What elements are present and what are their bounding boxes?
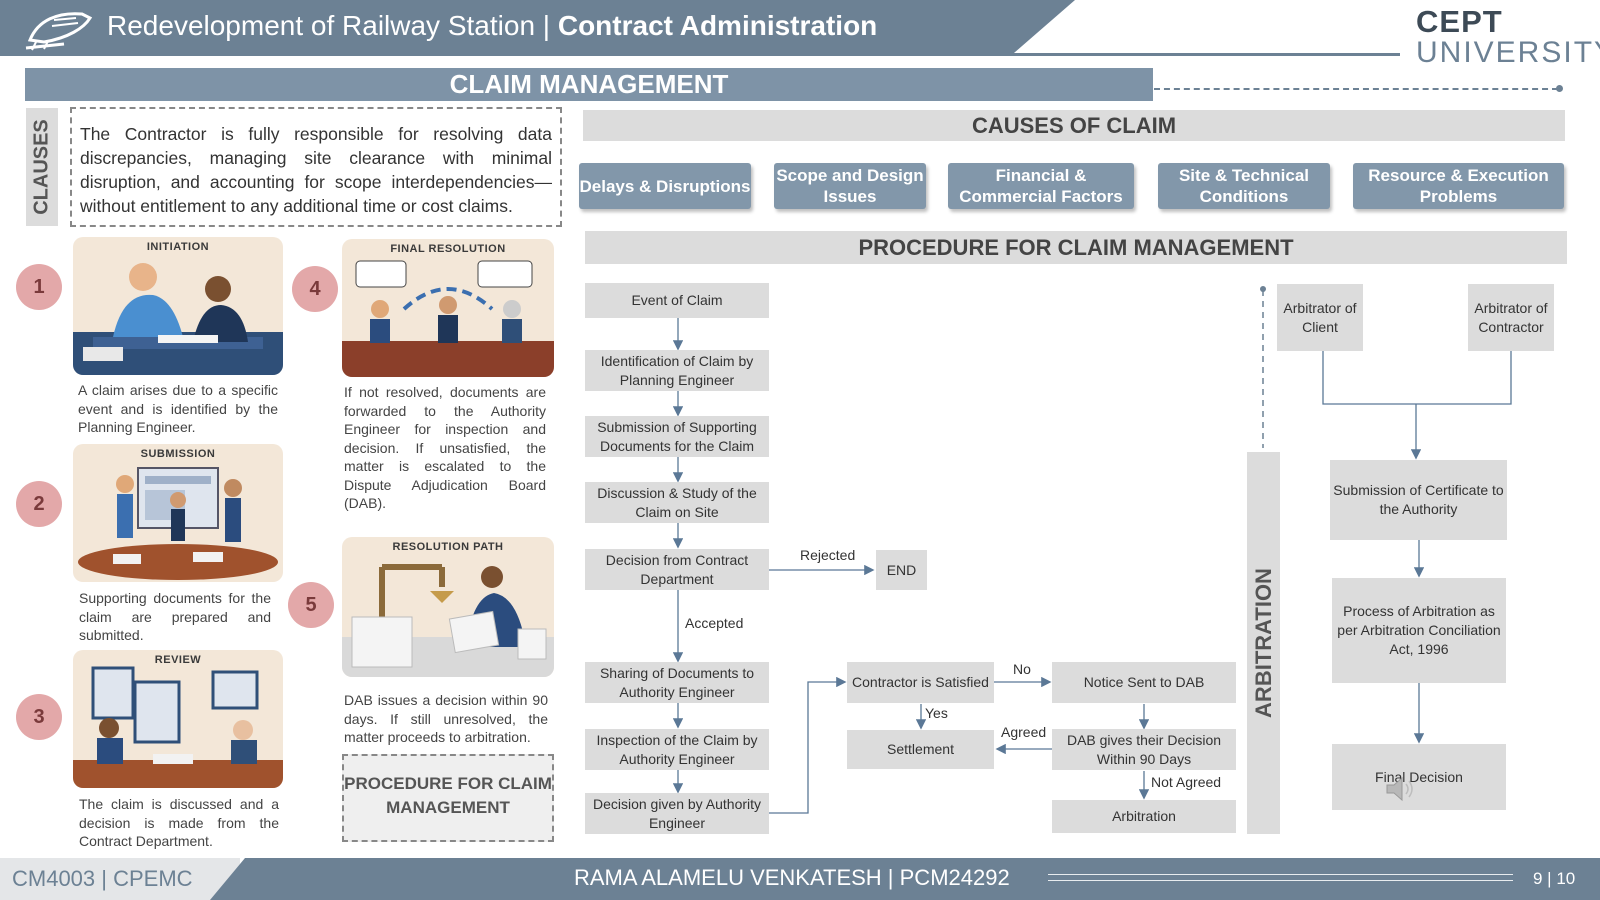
page-title: CLAIM MANAGEMENT: [25, 68, 1153, 101]
title-dashed-line: [1154, 88, 1558, 90]
footer-course: CM4003 | CPEMC: [12, 866, 193, 891]
flow-sharing: Sharing of Documents to Authority Engine…: [585, 662, 769, 703]
footer-rule: [1048, 874, 1513, 881]
step-number-2: 2: [16, 481, 62, 527]
flow-arbitrator-client: Arbitrator of Client: [1277, 284, 1363, 351]
step-1-image-title: INITIATION: [146, 241, 210, 253]
flow-submission: Submission of Supporting Documents for t…: [585, 416, 769, 457]
flow-identification: Identification of Claim by Planning Engi…: [585, 350, 769, 391]
header-title-prefix: Redevelopment of Railway Station |: [107, 10, 551, 41]
step-4-caption: If not resolved, documents are forwarded…: [344, 384, 546, 511]
clauses-tab: CLAUSES: [26, 108, 58, 226]
step-number-3: 3: [16, 694, 62, 740]
footer-band: [210, 858, 1600, 900]
header-band: [0, 0, 1075, 56]
flow-decision-contract: Decision from Contract Department: [585, 549, 769, 590]
step-1-illustration: INITIATION: [73, 237, 283, 375]
flow-final-decision: Final Decision: [1332, 744, 1506, 810]
step-number-5: 5: [288, 582, 334, 628]
procedure-label-box: PROCEDURE FOR CLAIM MANAGEMENT: [342, 754, 554, 842]
step-2-illustration: SUBMISSION: [73, 444, 283, 582]
step-1-caption: A claim arises due to a specific event a…: [78, 382, 278, 435]
label-yes: Yes: [925, 705, 948, 721]
flow-settlement: Settlement: [847, 730, 994, 769]
arbitration-bar: ARBITRATION: [1247, 452, 1280, 834]
cause-site-technical: Site & Technical Conditions: [1158, 163, 1330, 209]
step-5-illustration: RESOLUTION PATH: [342, 537, 554, 677]
procedure-title: PROCEDURE FOR CLAIM MANAGEMENT: [585, 231, 1567, 264]
step-2-image-title: SUBMISSION: [140, 448, 216, 460]
train-icon: [24, 6, 96, 52]
step-4-illustration: FINAL RESOLUTION: [342, 239, 554, 377]
label-rejected: Rejected: [800, 547, 856, 563]
university-logo-top: CEPT: [1416, 4, 1503, 39]
step-5-caption: DAB issues a decision within 90 days. If…: [344, 692, 548, 745]
flow-contractor-satisfied: Contractor is Satisfied: [847, 662, 994, 703]
step-2-caption: Supporting documents for the claim are p…: [79, 590, 271, 643]
footer-left-band: [0, 858, 240, 900]
title-dot: [1556, 85, 1563, 92]
step-number-1: 1: [16, 264, 62, 310]
label-accepted: Accepted: [685, 615, 744, 631]
flow-end: END: [876, 550, 927, 590]
university-logo-bottom: UNIVERSITY: [1416, 36, 1600, 69]
flow-dab-decision: DAB gives their Decision Within 90 Days: [1052, 729, 1236, 770]
step-5-image-title: RESOLUTION PATH: [392, 541, 504, 553]
step-3-caption: The claim is discussed and a decision is…: [79, 796, 279, 849]
label-no: No: [1013, 661, 1031, 677]
cause-resource-execution: Resource & Execution Problems: [1353, 163, 1564, 209]
flow-event-of-claim: Event of Claim: [585, 283, 769, 318]
step-3-illustration: REVIEW: [73, 650, 283, 788]
footer-page-number: 9 | 10: [1533, 869, 1576, 888]
cause-scope-design: Scope and Design Issues: [774, 163, 926, 209]
step-3-image-title: REVIEW: [154, 654, 202, 666]
header-title: Redevelopment of Railway Station | Contr…: [107, 10, 877, 42]
arbitration-bar-label: ARBITRATION: [1250, 568, 1276, 718]
flow-inspection: Inspection of the Claim by Authority Eng…: [585, 729, 769, 770]
flow-discussion: Discussion & Study of the Claim on Site: [585, 482, 769, 523]
cause-financial: Financial & Commercial Factors: [948, 163, 1134, 209]
cause-delays: Delays & Disruptions: [579, 163, 751, 209]
causes-title: CAUSES OF CLAIM: [583, 110, 1565, 141]
label-not-agreed: Not Agreed: [1151, 774, 1222, 790]
flow-decision-authority: Decision given by Authority Engineer: [585, 793, 769, 834]
flow-certificate: Submission of Certificate to the Authori…: [1330, 460, 1507, 540]
flow-process-arbitration: Process of Arbitration as per Arbitratio…: [1332, 578, 1506, 683]
flow-notice-dab: Notice Sent to DAB: [1052, 662, 1236, 703]
step-4-image-title: FINAL RESOLUTION: [390, 243, 506, 255]
header-underline: [1000, 53, 1400, 56]
footer-author: RAMA ALAMELU VENKATESH | PCM24292: [574, 865, 1010, 890]
flow-arbitration: Arbitration: [1052, 800, 1236, 833]
header-title-bold: Contract Administration: [557, 10, 878, 41]
speaker-icon[interactable]: [1383, 774, 1417, 804]
flow-arbitrator-contractor: Arbitrator of Contractor: [1468, 284, 1554, 351]
clauses-text: The Contractor is fully responsible for …: [70, 107, 562, 227]
label-agreed: Agreed: [1001, 724, 1047, 740]
step-number-4: 4: [292, 266, 338, 312]
